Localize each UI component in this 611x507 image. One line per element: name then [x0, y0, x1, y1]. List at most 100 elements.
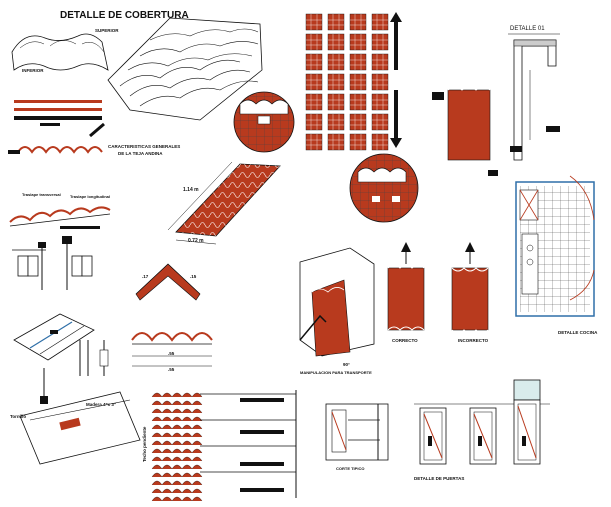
grid-tile-lines [350, 114, 366, 130]
roof-tile [161, 472, 173, 478]
detalle-cocina: DETALLE COCINA [515, 175, 598, 335]
roof-tile [191, 392, 203, 398]
grid-tile-lines [372, 134, 388, 150]
roof-tile [171, 464, 183, 470]
roof-tile [191, 472, 203, 478]
red-panel [432, 86, 498, 176]
grid-tile [327, 13, 345, 31]
grid-tile [349, 133, 367, 151]
roof-tile [161, 440, 173, 446]
grid-tile-lines [350, 14, 366, 30]
grid-tile-lines [372, 114, 388, 130]
grid-tile-lines [372, 74, 388, 90]
roof-tile [171, 440, 183, 446]
roof-tile [161, 456, 173, 462]
roof-tile [171, 416, 183, 422]
grid-tile [305, 73, 323, 91]
iso-fastener [13, 313, 109, 376]
label-detalle-01: DETALLE 01 [510, 26, 545, 32]
roof-tile [151, 416, 163, 422]
label-detalle-cocina: DETALLE COCINA [558, 330, 598, 335]
label-incorrecto: INCORRECTO [458, 338, 489, 343]
grid-tile-lines [306, 114, 322, 130]
roof-tile [151, 408, 163, 414]
roof-tile [161, 448, 173, 454]
grid-tile-lines [350, 54, 366, 70]
grid-tile [371, 73, 389, 91]
dim-c: .55 [168, 351, 175, 356]
roof-tile [161, 416, 173, 422]
grid-tile [371, 33, 389, 51]
roof-tile [161, 432, 173, 438]
sheet-title: DETALLE DE COBERTURA [60, 10, 189, 21]
label-angulo: 90° [343, 362, 350, 367]
roof-elevation [151, 392, 203, 502]
roof-tile [171, 432, 183, 438]
grid-tile [349, 93, 367, 111]
grid-tile [327, 93, 345, 111]
circle-detail-1 [233, 91, 295, 153]
grid-tile-lines [350, 74, 366, 90]
grid-tile [305, 113, 323, 131]
roof-tile [161, 408, 173, 414]
grid-tile-lines [372, 34, 388, 50]
roof-tile [161, 392, 173, 398]
grid-tile-lines [306, 14, 322, 30]
grid-tile-lines [328, 54, 344, 70]
roof-tile [151, 496, 163, 502]
grid-tile [327, 73, 345, 91]
grid-tile [349, 113, 367, 131]
label-inferior: INFERIOR [22, 68, 44, 73]
roof-tile [161, 464, 173, 470]
label-caracteristicas: CARACTERISTICAS GENERALES [108, 144, 180, 149]
label-tornillo: Tornillo [10, 414, 26, 419]
grid-tile-lines [328, 134, 344, 150]
roof-tile [161, 496, 173, 502]
roof-tile [181, 424, 193, 430]
label-manipulacion: MANIPULACION PARA TRANSPORTE [300, 370, 372, 375]
roof-tile [151, 440, 163, 446]
roof-tile [191, 496, 203, 502]
label-detalle-puertas: DETALLE DE PUERTAS [414, 476, 464, 481]
roof-tile [181, 472, 193, 478]
roof-tile [171, 408, 183, 414]
grid-tile-lines [372, 94, 388, 110]
roof-tile [151, 456, 163, 462]
roof-tile [191, 448, 203, 454]
grid-tile-lines [328, 114, 344, 130]
roof-tile [191, 424, 203, 430]
roof-tile [151, 480, 163, 486]
label-caracteristicas-2: DE LA TEJA ANDINA [118, 151, 163, 156]
grid-tile [371, 53, 389, 71]
slope-detail: Tornillo Madera 4"x 3" [10, 368, 141, 465]
grid-arrows [390, 12, 402, 148]
roof-tile [191, 440, 203, 446]
grid-tile-lines [328, 94, 344, 110]
label-madera: Madera 4"x 3" [86, 402, 116, 407]
roof-tile [191, 456, 203, 462]
roof-tile [151, 472, 163, 478]
grid-tile [349, 73, 367, 91]
grid-tile-lines [372, 54, 388, 70]
grid-tile [305, 53, 323, 71]
roof-tile [151, 464, 163, 470]
grid-tile [305, 133, 323, 151]
roof-tile [181, 464, 193, 470]
roof-tile [171, 400, 183, 406]
roof-tile [191, 464, 203, 470]
roof-tile [181, 416, 193, 422]
grid-tile-lines [306, 94, 322, 110]
grid-tile [371, 93, 389, 111]
roof-tile [151, 424, 163, 430]
corte-tipico: CORTE TIPICO [325, 403, 389, 471]
roof-tile [181, 432, 193, 438]
wavy-profile: CARACTERISTICAS GENERALES DE LA TEJA AND… [8, 122, 180, 156]
grid-tile [349, 13, 367, 31]
roof-tile [181, 448, 193, 454]
tile-roof-sketch [107, 17, 263, 121]
label-correcto: CORRECTO [392, 338, 418, 343]
roof-tile [191, 400, 203, 406]
roof-tile [151, 392, 163, 398]
roof-tile [181, 400, 193, 406]
